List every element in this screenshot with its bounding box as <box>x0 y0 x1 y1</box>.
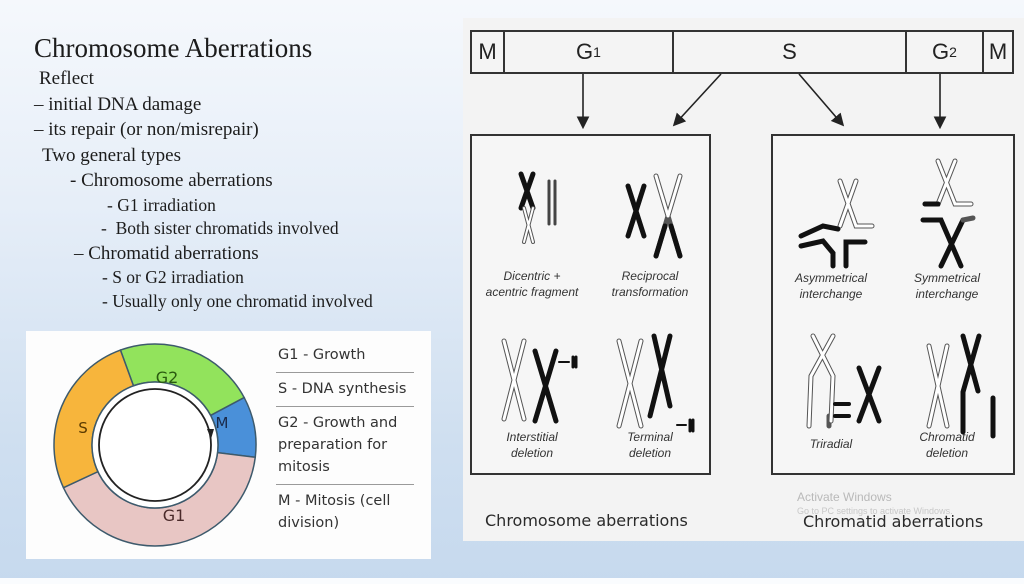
terminal-deleted-icon <box>647 333 673 419</box>
bullet-line: - G1 irradiation <box>107 194 216 215</box>
bullet-line: – its repair (or non/misrepair) <box>34 119 259 140</box>
arrow-s-left <box>672 73 722 127</box>
asymmetrical-black-icon <box>798 223 868 269</box>
bottom-strip <box>0 578 1024 584</box>
cell-cycle-card: G2 M G1 S G1 - Growth S - DNA synthesis … <box>26 331 431 559</box>
bullet-line: Two general types <box>42 144 182 166</box>
phase-m-start: M <box>472 32 505 72</box>
cycle-arrowhead-icon <box>207 429 214 439</box>
chromosome-drawings <box>501 171 695 433</box>
bullet-line: – Chromatid aberrations <box>74 242 259 264</box>
legend-item-g1: G1 - Growth <box>276 339 414 373</box>
legend-item-s: S - DNA synthesis <box>276 373 414 407</box>
label-g2: G2 <box>156 368 179 387</box>
triradial-black-icon <box>856 365 882 424</box>
symmetrical-black-icon <box>920 217 966 269</box>
legend-item-g2: G2 - Growth and preparation for mitosis <box>276 407 414 485</box>
activate-windows-subtext: Go to PC settings to activate Windows. <box>797 506 953 516</box>
reciprocal-small-icon <box>625 183 647 239</box>
activate-windows-watermark: Activate Windows <box>797 490 892 504</box>
inner-hole <box>91 381 219 509</box>
slide-text: Chromosome Aberrations Reflect – initial… <box>34 32 373 313</box>
bullet-line: - Chromosome aberrations <box>70 170 273 191</box>
bullet-line: - Both sister chromatids involved <box>101 218 339 238</box>
chromatid-drawings <box>798 158 996 439</box>
phase-arrows <box>576 73 947 130</box>
bullet-line: - Usually only one chromatid involved <box>102 290 373 311</box>
chromatid-aberrations-label: Chromatid aberrations <box>803 512 984 531</box>
cycle-arrow-ring <box>98 388 212 502</box>
bullet-line: – initial DNA damage <box>34 93 202 115</box>
label-m: M <box>216 414 229 432</box>
label-s: S <box>78 419 88 437</box>
chromatid-deletion-black-icon <box>960 333 982 435</box>
chromosome-aberrations-label: Chromosome aberrations <box>485 511 688 530</box>
cell-cycle-diagram: G2 M G1 S <box>53 343 257 547</box>
cell-cycle-legend: G1 - Growth S - DNA synthesis G2 - Growt… <box>276 339 414 540</box>
dicentric-icon <box>518 171 536 211</box>
bullet-line: - S or G2 irradiation <box>102 267 244 287</box>
bullet-line: Reflect <box>39 68 94 89</box>
phase-m-end: M <box>988 39 1008 64</box>
asymmetrical-gray-icon <box>837 178 875 229</box>
slide-title: Chromosome Aberrations <box>34 33 313 63</box>
phase-s: S <box>674 32 907 72</box>
acentric-fragment-icon <box>547 179 557 226</box>
interstitial-deleted-icon <box>532 348 559 424</box>
caption-dicentric: Dicentric +acentric fragment <box>485 269 579 299</box>
legend-item-m: M - Mitosis (cell division) <box>278 493 391 531</box>
arrow-s-right <box>798 73 845 127</box>
label-g1: G1 <box>163 506 186 525</box>
caption-triradial: Triradial <box>809 437 853 451</box>
